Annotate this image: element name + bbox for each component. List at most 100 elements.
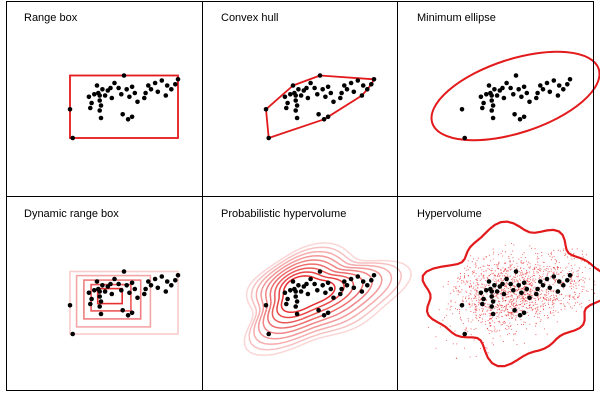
data-point bbox=[97, 289, 102, 294]
hypervolume-sample bbox=[552, 303, 554, 305]
data-point bbox=[97, 93, 102, 98]
data-point bbox=[544, 80, 550, 86]
hypervolume-sample bbox=[508, 325, 510, 328]
hypervolume-sample bbox=[491, 308, 493, 310]
hypervolume-sample bbox=[552, 278, 555, 280]
hypervolume-sample bbox=[553, 291, 555, 293]
hypervolume-sample bbox=[504, 251, 507, 253]
hypervolume-sample bbox=[515, 306, 517, 309]
data-point bbox=[88, 301, 93, 307]
hypervolume-sample bbox=[522, 262, 524, 264]
kde-contour-ring-6 bbox=[267, 263, 364, 329]
hypervolume-sample bbox=[551, 251, 553, 253]
hypervolume-sample bbox=[504, 274, 506, 277]
hypervolume-sample bbox=[517, 305, 519, 307]
hypervolume-sample bbox=[499, 335, 501, 337]
hypervolume-sample bbox=[474, 297, 476, 299]
hypervolume-sample bbox=[502, 341, 504, 343]
hypervolume-sample bbox=[571, 280, 573, 282]
hypervolume-sample bbox=[553, 296, 555, 298]
hypervolume-sample bbox=[468, 320, 470, 322]
hypervolume-sample bbox=[480, 278, 482, 280]
hypervolume-sample bbox=[559, 303, 561, 305]
hypervolume-sample bbox=[582, 279, 584, 281]
data-point bbox=[173, 82, 178, 87]
hypervolume-sample bbox=[502, 309, 504, 311]
data-point bbox=[489, 108, 495, 113]
hypervolume-sample bbox=[493, 274, 495, 276]
hypervolume-sample bbox=[474, 263, 476, 265]
hypervolume-sample bbox=[476, 259, 478, 262]
hypervolume-sample bbox=[542, 270, 545, 272]
hypervolume-sample bbox=[493, 251, 495, 253]
hypervolume-sample bbox=[550, 276, 552, 278]
data-point bbox=[325, 280, 331, 286]
hypervolume-sample bbox=[528, 307, 530, 309]
hypervolume-sample bbox=[583, 281, 585, 283]
hypervolume-sample bbox=[456, 309, 458, 311]
hypervolume-sample bbox=[523, 286, 525, 288]
hypervolume-sample bbox=[494, 270, 496, 272]
hypervolume-sample bbox=[554, 259, 556, 261]
hypervolume-sample bbox=[461, 289, 463, 291]
data-point bbox=[462, 135, 468, 141]
hypervolume-sample bbox=[526, 283, 528, 285]
hypervolume-sample bbox=[472, 319, 474, 321]
hypervolume-sample bbox=[477, 287, 479, 289]
hypervolume-sample bbox=[511, 307, 513, 309]
hypervolume-sample bbox=[501, 298, 503, 300]
hypervolume-sample bbox=[554, 279, 556, 281]
hypervolume-sample bbox=[460, 291, 462, 293]
data-point bbox=[524, 90, 530, 96]
data-point bbox=[293, 108, 299, 113]
hypervolume-sample bbox=[472, 273, 474, 275]
data-point bbox=[163, 289, 169, 294]
hypervolume-sample bbox=[539, 312, 541, 314]
hypervolume-sample bbox=[487, 352, 489, 354]
data-point bbox=[129, 310, 135, 316]
hypervolume-sample bbox=[564, 254, 566, 257]
data-point bbox=[369, 82, 374, 87]
data-point bbox=[70, 331, 75, 337]
hypervolume-sample bbox=[470, 328, 472, 330]
hypervolume-sample bbox=[588, 299, 590, 301]
hypervolume-sample bbox=[572, 271, 574, 273]
hypervolume-sample bbox=[523, 294, 526, 296]
hypervolume-sample bbox=[569, 296, 571, 298]
hypervolume-sample bbox=[534, 325, 537, 327]
hypervolume-sample bbox=[570, 280, 572, 282]
hypervolume-sample bbox=[554, 282, 556, 284]
hypervolume-sample bbox=[450, 301, 452, 303]
hypervolume-sample bbox=[566, 273, 569, 275]
hypervolume-sample bbox=[513, 299, 515, 301]
hypervolume-sample bbox=[532, 271, 535, 273]
hypervolume-sample bbox=[474, 304, 477, 306]
hypervolume-sample bbox=[573, 279, 576, 281]
hypervolume-sample bbox=[501, 280, 503, 282]
hypervolume-sample bbox=[467, 274, 469, 276]
hypervolume-sample bbox=[549, 300, 551, 302]
hypervolume-sample bbox=[564, 308, 566, 310]
points-panel-5 bbox=[263, 269, 377, 337]
data-point bbox=[565, 82, 570, 87]
hypervolume-sample bbox=[515, 298, 517, 300]
hypervolume-sample bbox=[472, 271, 474, 273]
hypervolume-sample bbox=[463, 277, 465, 279]
hypervolume-sample bbox=[526, 271, 528, 273]
hypervolume-sample bbox=[534, 298, 536, 300]
hypervolume-sample bbox=[491, 320, 493, 322]
hypervolume-sample bbox=[509, 264, 511, 266]
hypervolume-sample bbox=[465, 327, 468, 329]
hypervolume-sample bbox=[487, 268, 489, 270]
hypervolume-sample bbox=[525, 296, 527, 299]
hypervolume-sample bbox=[499, 321, 501, 323]
hypervolume-sample bbox=[549, 295, 551, 298]
hypervolume-sample bbox=[473, 271, 475, 273]
hypervolume-sample bbox=[547, 317, 550, 319]
hypervolume-sample bbox=[523, 288, 525, 290]
hypervolume-sample bbox=[553, 294, 555, 296]
hypervolume-sample bbox=[484, 320, 486, 323]
hypervolume-sample bbox=[495, 281, 497, 283]
hypervolume-sample bbox=[514, 280, 516, 282]
hypervolume-sample bbox=[477, 294, 479, 296]
